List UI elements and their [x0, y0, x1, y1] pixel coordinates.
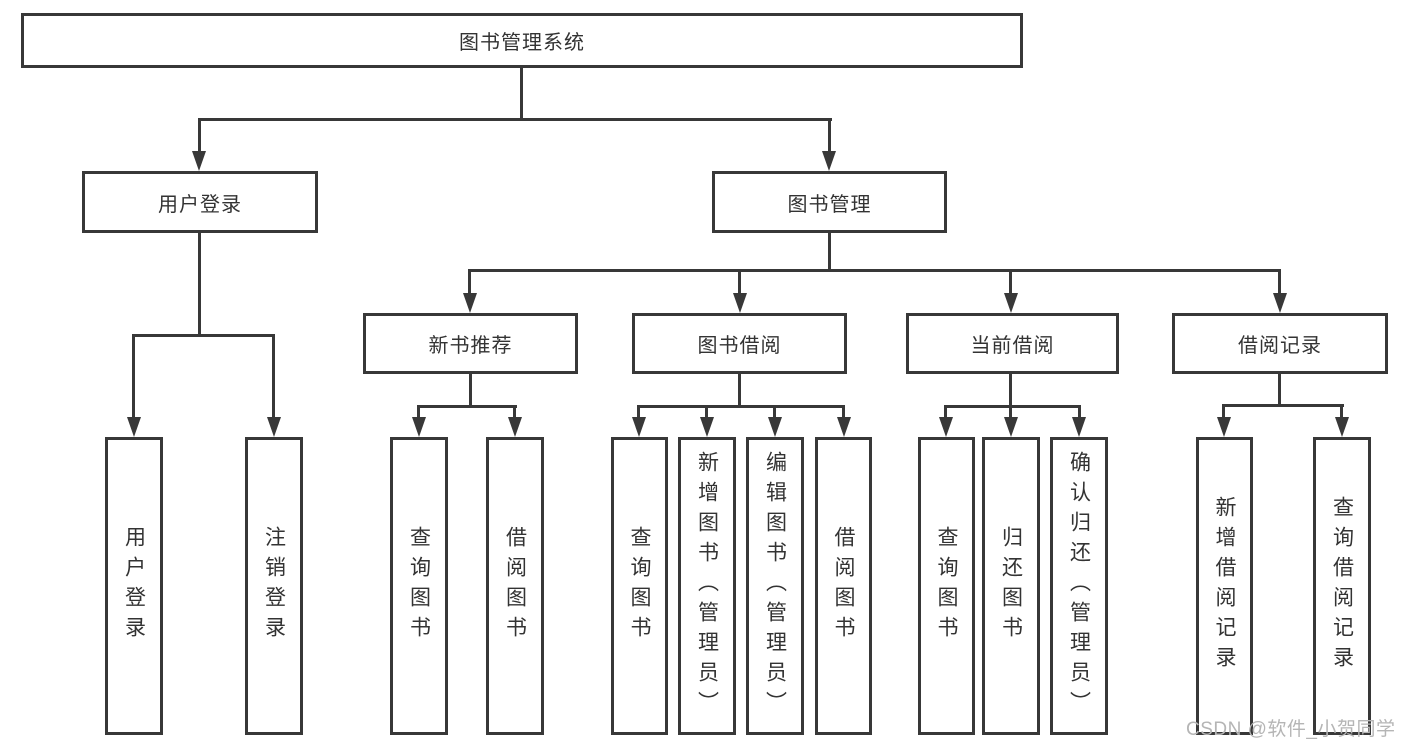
arrowhead — [412, 417, 426, 437]
node-label: 用户登录 — [158, 193, 242, 216]
node-label: 借阅记录 — [1238, 335, 1322, 357]
node-label: 图书管理 — [787, 193, 872, 216]
leaf-label: 新增借阅记录 — [1213, 496, 1236, 676]
leaf-label: 借阅图书 — [503, 526, 527, 646]
arrowhead — [1335, 417, 1349, 437]
connector — [132, 334, 275, 337]
connector — [198, 118, 832, 121]
leaf-label: 注销登录 — [262, 526, 286, 646]
leaf-label: 查询图书 — [407, 526, 431, 646]
node-new-book-recommendation: 新书推荐 — [363, 313, 578, 374]
node-label: 图书管理系统 — [459, 32, 585, 54]
node-user-login: 用户登录 — [82, 171, 318, 233]
connector — [1009, 269, 1012, 295]
connector — [773, 405, 776, 419]
connector — [738, 269, 741, 295]
connector — [468, 269, 1281, 272]
connector — [468, 269, 471, 295]
leaf-label: 查询图书 — [935, 526, 958, 646]
node-book-borrowing: 图书借阅 — [632, 313, 847, 374]
connector — [944, 405, 947, 419]
leaf-edit-book-admin: 编辑图书（管理员） — [746, 437, 804, 735]
connector — [828, 118, 831, 153]
arrowhead — [127, 417, 141, 437]
leaf-logout: 注销登录 — [245, 437, 303, 735]
arrowhead — [768, 417, 782, 437]
connector — [1278, 374, 1281, 407]
arrowhead — [1273, 293, 1287, 313]
leaf-query-books-recommend: 查询图书 — [390, 437, 448, 735]
arrowhead — [1004, 293, 1018, 313]
leaf-query-borrow-record: 查询借阅记录 — [1313, 437, 1371, 735]
connector — [417, 405, 420, 419]
connector — [1009, 405, 1012, 419]
leaf-label: 新增图书（管理员） — [695, 451, 719, 721]
connector — [132, 334, 135, 419]
leaf-label: 借阅图书 — [832, 526, 855, 646]
arrowhead — [1072, 417, 1086, 437]
arrowhead — [837, 417, 851, 437]
node-library-system: 图书管理系统 — [21, 13, 1023, 68]
leaf-add-book-admin: 新增图书（管理员） — [678, 437, 736, 735]
connector — [944, 405, 1081, 408]
arrowhead — [822, 151, 836, 171]
connector — [198, 118, 201, 153]
arrowhead — [733, 293, 747, 313]
connector — [1278, 269, 1281, 295]
leaf-return-books: 归还图书 — [982, 437, 1040, 735]
connector — [637, 405, 640, 419]
connector — [705, 405, 708, 419]
leaf-query-books-current: 查询图书 — [918, 437, 975, 735]
leaf-label: 归还图书 — [999, 526, 1023, 646]
node-borrowing-records: 借阅记录 — [1172, 313, 1388, 374]
leaf-query-books-borrow: 查询图书 — [611, 437, 668, 735]
connector — [272, 334, 275, 419]
connector — [842, 405, 845, 419]
arrowhead — [192, 151, 206, 171]
node-label: 图书借阅 — [697, 335, 782, 357]
leaf-label: 编辑图书（管理员） — [763, 451, 787, 721]
arrowhead — [463, 293, 477, 313]
node-label: 当前借阅 — [970, 335, 1055, 357]
arrowhead — [939, 417, 953, 437]
arrowhead — [508, 417, 522, 437]
node-label: 新书推荐 — [428, 335, 513, 357]
leaf-user-login: 用户登录 — [105, 437, 163, 735]
arrowhead — [267, 417, 281, 437]
connector — [738, 374, 741, 408]
connector — [1222, 404, 1225, 419]
leaf-confirm-return-admin: 确认归还（管理员） — [1050, 437, 1108, 735]
csdn-watermark: CSDN @软件_小贺同学 — [1186, 719, 1396, 740]
connector — [469, 374, 472, 408]
arrowhead — [632, 417, 646, 437]
leaf-label: 用户登录 — [122, 526, 146, 646]
leaf-add-borrow-record: 新增借阅记录 — [1196, 437, 1253, 735]
leaf-borrow-books: 借阅图书 — [815, 437, 872, 735]
arrowhead — [1217, 417, 1231, 437]
connector — [520, 68, 523, 119]
connector — [198, 233, 201, 337]
node-book-management: 图书管理 — [712, 171, 947, 233]
connector — [417, 405, 517, 408]
arrowhead — [1004, 417, 1018, 437]
node-current-borrowing: 当前借阅 — [906, 313, 1119, 374]
connector — [513, 405, 516, 419]
connector — [1340, 404, 1343, 419]
connector — [1222, 404, 1344, 407]
connector — [1078, 405, 1081, 419]
leaf-label: 查询借阅记录 — [1330, 496, 1354, 676]
arrowhead — [700, 417, 714, 437]
leaf-label: 查询图书 — [628, 526, 651, 646]
connector — [828, 233, 831, 272]
connector — [637, 405, 845, 408]
leaf-borrow-books-recommend: 借阅图书 — [486, 437, 544, 735]
leaf-label: 确认归还（管理员） — [1067, 451, 1091, 721]
connector — [1009, 374, 1012, 408]
